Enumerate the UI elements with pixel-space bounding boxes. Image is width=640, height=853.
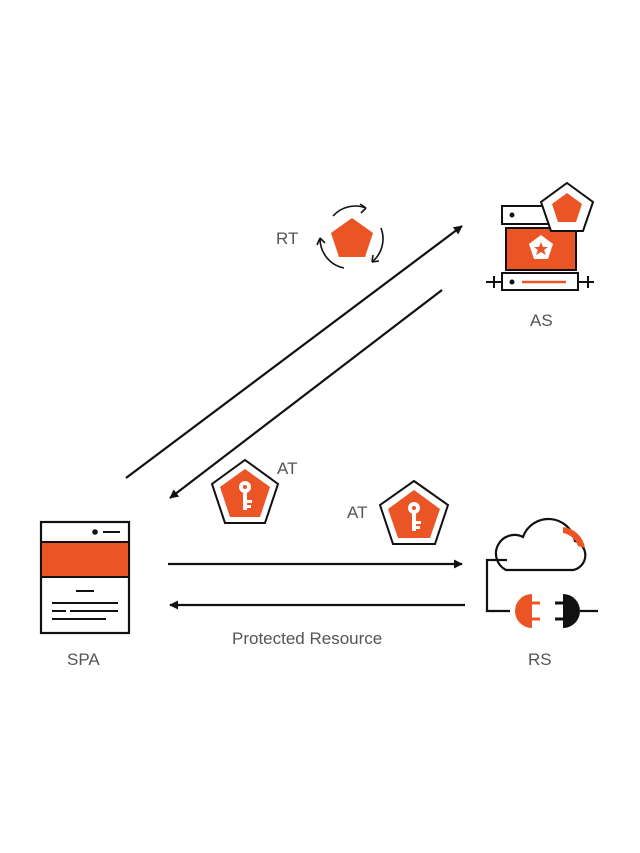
authorization-server-icon xyxy=(486,181,595,291)
spa-label: SPA xyxy=(67,650,100,669)
browser-window-icon xyxy=(39,520,131,635)
key-pentagon-icon xyxy=(378,479,450,545)
key-pentagon-icon xyxy=(210,458,280,524)
as-label: AS xyxy=(530,311,553,330)
refresh-token-label: RT xyxy=(276,229,299,248)
cloud-plug-icon xyxy=(485,517,598,628)
rs-label: RS xyxy=(528,650,552,669)
arrow-as-to-spa xyxy=(169,289,443,499)
access-token-label: AT xyxy=(277,459,298,478)
arrow-spa-to-as xyxy=(125,225,463,479)
protected-resource-label: Protected Resource xyxy=(232,629,383,648)
refresh-token-pentagon-icon xyxy=(316,203,384,269)
access-token-label: AT xyxy=(347,503,368,522)
